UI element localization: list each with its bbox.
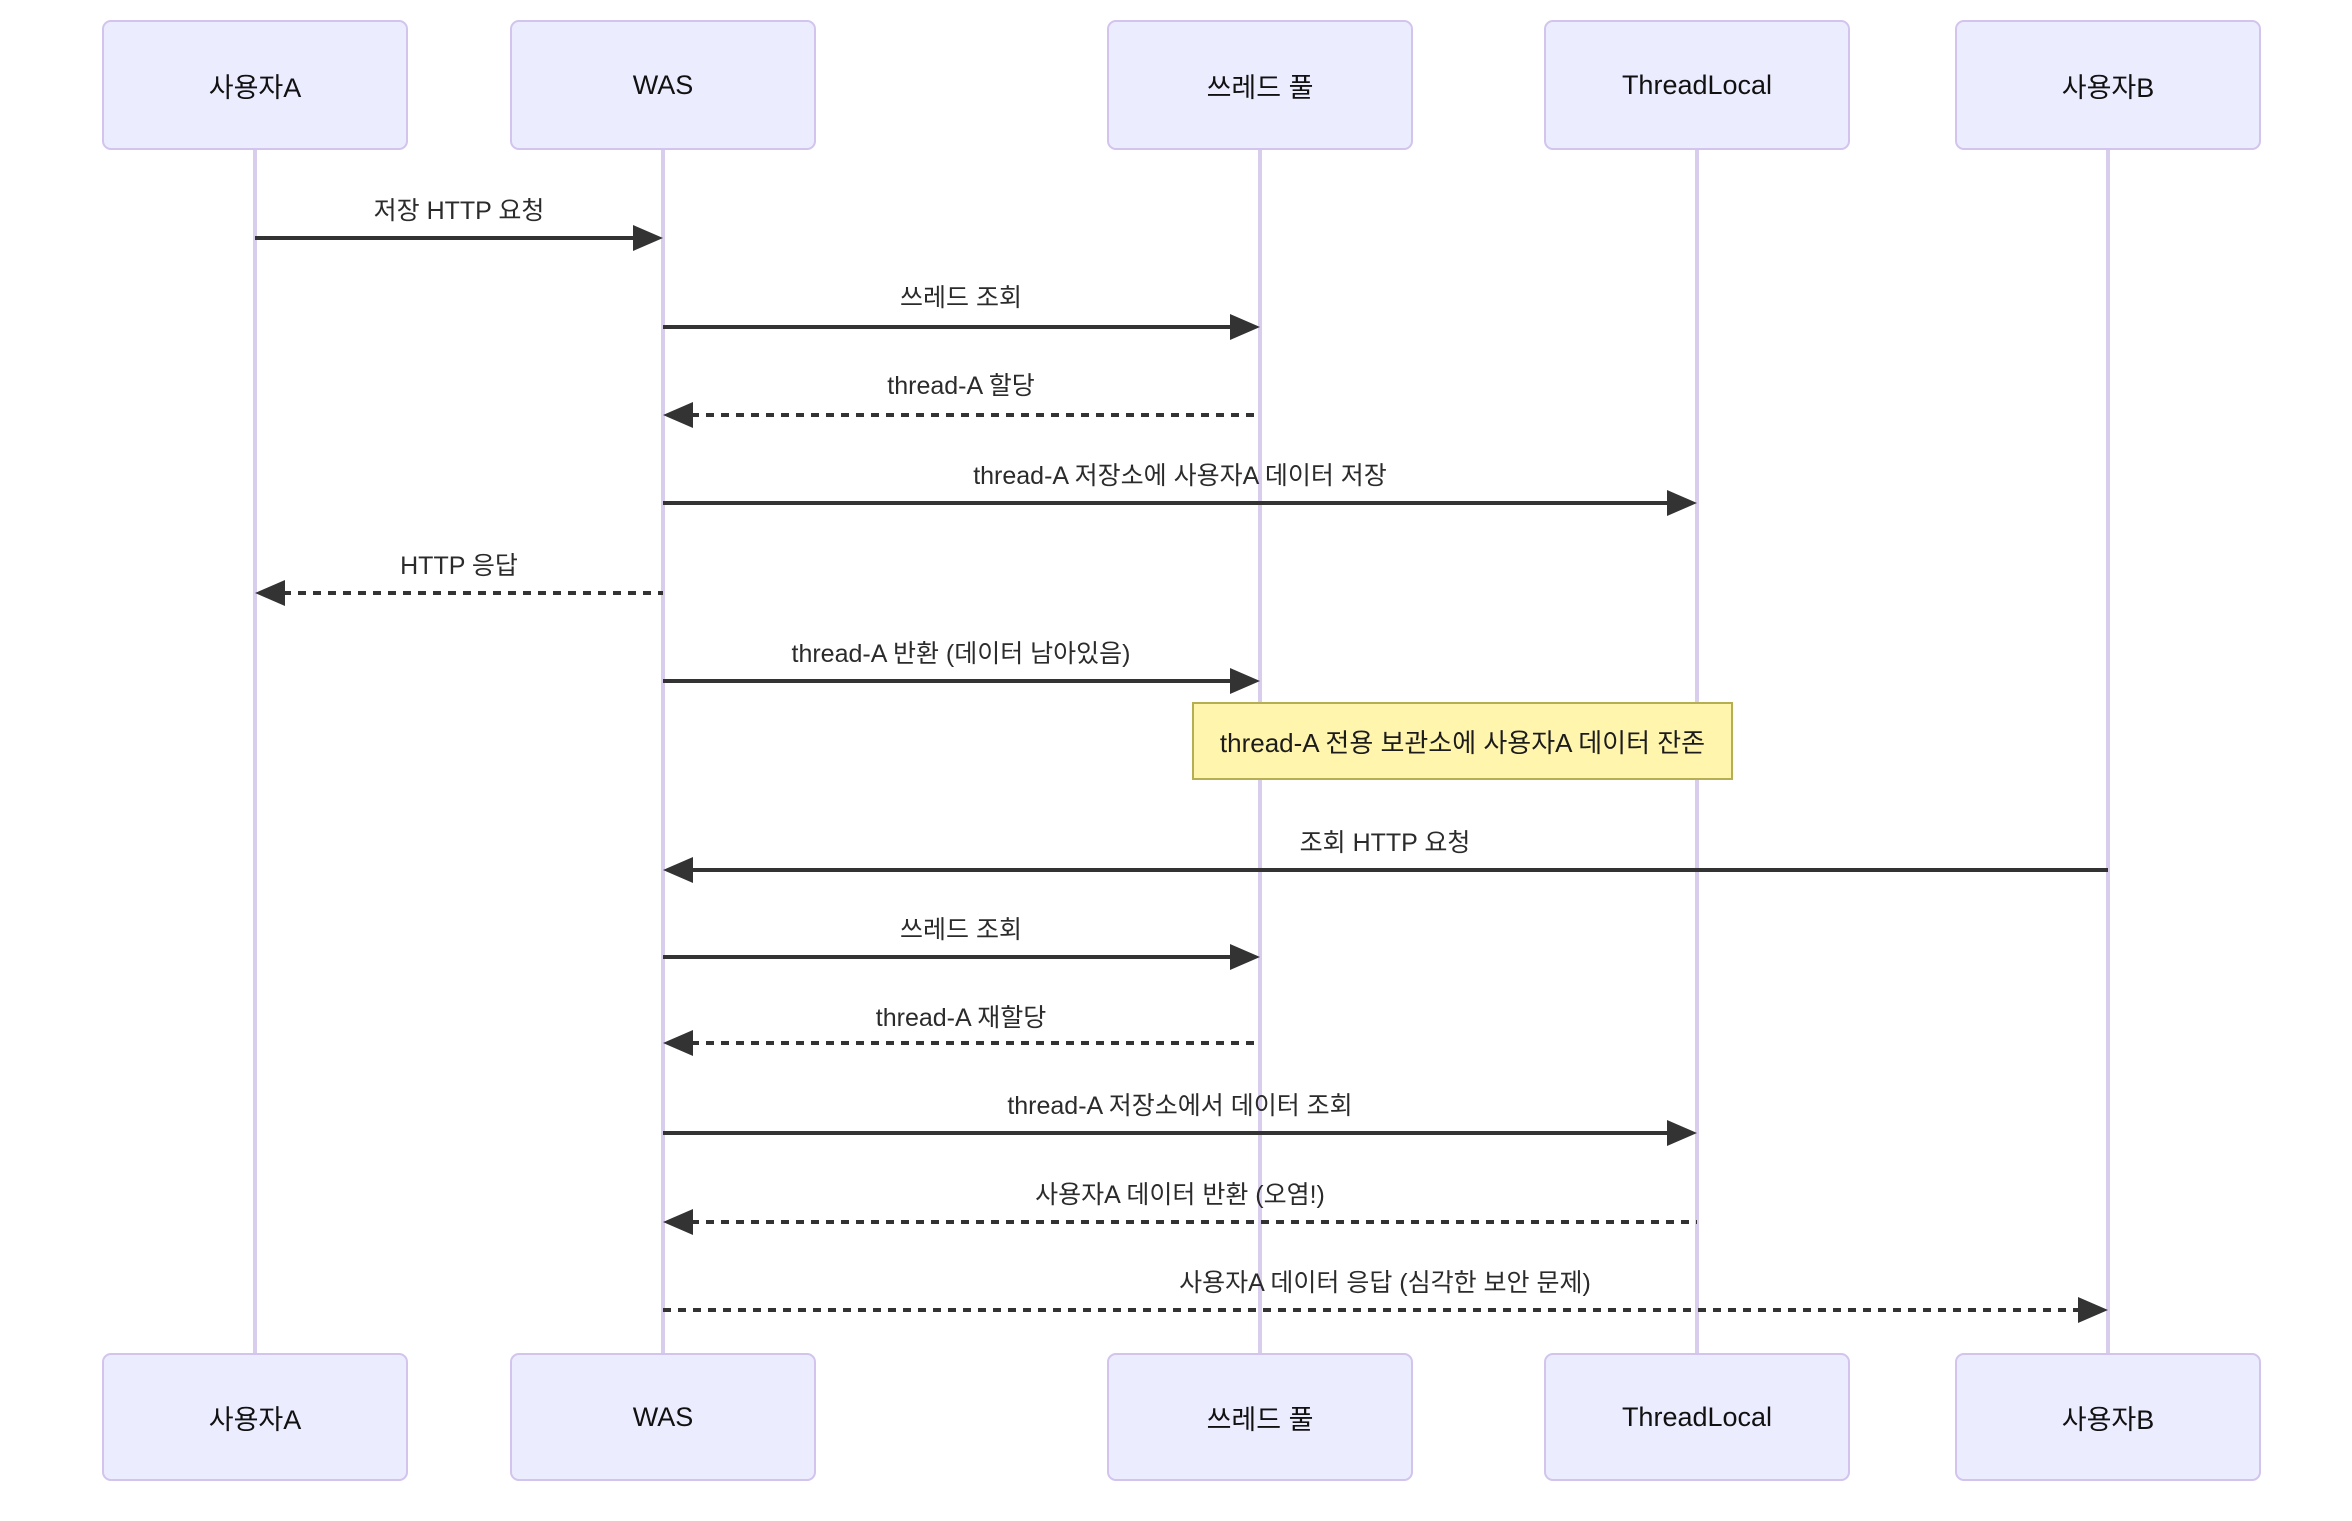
message-label: HTTP 응답: [400, 552, 518, 580]
message-arrow: [663, 325, 1232, 329]
lifeline-user-b: [2106, 150, 2110, 1353]
message-label: 쓰레드 조회: [900, 284, 1022, 312]
actor-top-was: WAS: [510, 20, 816, 150]
message-label: thread-A 저장소에서 데이터 조회: [1007, 1092, 1353, 1120]
message-label: thread-A 할당: [887, 372, 1035, 400]
message-arrow: [663, 501, 1669, 505]
message-label: 조회 HTTP 요청: [1299, 829, 1471, 857]
arrowhead-right-icon: [2078, 1297, 2108, 1323]
arrowhead-right-icon: [1667, 490, 1697, 516]
message-label: thread-A 반환 (데이터 남아있음): [791, 640, 1131, 668]
arrowhead-left-icon: [663, 857, 693, 883]
lifeline-user-a: [253, 150, 257, 1353]
actor-top-thread-pool: 쓰레드 풀: [1107, 20, 1413, 150]
message-arrow: [663, 1308, 2080, 1312]
message-arrow: [663, 679, 1232, 683]
arrowhead-left-icon: [255, 580, 285, 606]
message-label: thread-A 재할당: [875, 1004, 1047, 1032]
arrowhead-right-icon: [633, 225, 663, 251]
actor-top-threadlocal: ThreadLocal: [1544, 20, 1850, 150]
message-arrow: [283, 591, 663, 595]
arrowhead-left-icon: [663, 1209, 693, 1235]
message-label: 사용자A 데이터 응답 (심각한 보안 문제): [1179, 1269, 1591, 1297]
arrowhead-left-icon: [663, 402, 693, 428]
message-arrow: [691, 1041, 1260, 1045]
actor-bottom-user-a: 사용자A: [102, 1353, 408, 1481]
message-arrow: [255, 236, 635, 240]
arrowhead-right-icon: [1230, 944, 1260, 970]
message-label: 사용자A 데이터 반환 (오염!): [1035, 1181, 1325, 1209]
actor-top-user-a: 사용자A: [102, 20, 408, 150]
message-arrow: [691, 1220, 1697, 1224]
arrowhead-right-icon: [1667, 1120, 1697, 1146]
actor-bottom-threadlocal: ThreadLocal: [1544, 1353, 1850, 1481]
message-arrow: [691, 413, 1260, 417]
arrowhead-right-icon: [1230, 668, 1260, 694]
message-arrow: [663, 1131, 1669, 1135]
arrowhead-left-icon: [663, 1030, 693, 1056]
actor-bottom-thread-pool: 쓰레드 풀: [1107, 1353, 1413, 1481]
message-label: 쓰레드 조회: [900, 916, 1022, 944]
note-thread-a-data-remains: thread-A 전용 보관소에 사용자A 데이터 잔존: [1192, 702, 1733, 780]
message-label: 저장 HTTP 요청: [373, 197, 545, 225]
actor-bottom-user-b: 사용자B: [1955, 1353, 2261, 1481]
message-label: thread-A 저장소에 사용자A 데이터 저장: [973, 462, 1387, 490]
message-arrow: [663, 955, 1232, 959]
actor-top-user-b: 사용자B: [1955, 20, 2261, 150]
arrowhead-right-icon: [1230, 314, 1260, 340]
actor-bottom-was: WAS: [510, 1353, 816, 1481]
message-arrow: [691, 868, 2108, 872]
lifeline-was: [661, 150, 665, 1353]
